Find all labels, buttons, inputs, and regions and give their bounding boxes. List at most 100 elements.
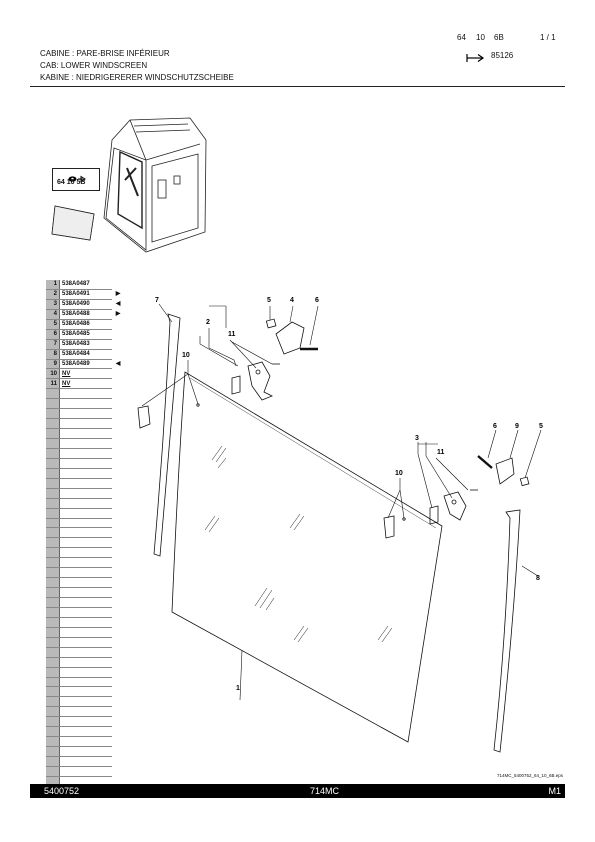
- part-item-number-empty: [46, 478, 60, 489]
- part-item-number-empty: [46, 498, 60, 509]
- parts-row-empty: [46, 637, 122, 648]
- part-reference-empty: [59, 647, 112, 658]
- parts-row-empty: [46, 458, 122, 469]
- parts-row-empty: [46, 438, 122, 449]
- part-reference: 538A0486: [59, 319, 112, 330]
- title-en: CAB: LOWER WINDSCREEN: [40, 61, 148, 70]
- part-reference-empty: [59, 428, 112, 439]
- view-reference-box: 64 10 5B: [52, 168, 100, 191]
- callout-2: 2: [206, 319, 210, 326]
- title-fr: CABINE : PARE-BRISE INFÉRIEUR: [40, 49, 170, 58]
- part-item-number-empty: [46, 518, 60, 529]
- parts-row-empty: [46, 766, 122, 777]
- part-reference: NV: [59, 378, 112, 390]
- part-reference: 538A0490: [59, 299, 112, 310]
- part-item-number-empty: [46, 706, 60, 718]
- eye-icon: [68, 170, 86, 188]
- part-reference-empty: [59, 448, 112, 459]
- part-item-number-empty: [46, 567, 60, 579]
- parts-row-empty: [46, 607, 122, 618]
- part-reference-empty: [59, 657, 112, 668]
- part-item-number-empty: [46, 766, 60, 777]
- view-reference-label: 64 10 5B: [57, 179, 86, 186]
- part-item-number-empty: [46, 746, 60, 757]
- part-side-marker: ◀: [115, 360, 121, 367]
- part-item-number-empty: [46, 557, 60, 569]
- part-item-number-empty: [46, 696, 60, 708]
- part-reference-empty: [59, 468, 112, 479]
- part-reference-empty: [59, 527, 112, 539]
- part-item-number: 6: [46, 329, 60, 340]
- reference-number: 85126: [491, 51, 514, 60]
- parts-row-empty: [46, 518, 122, 529]
- callout-11-left: 11: [228, 331, 236, 338]
- callout-6-left: 6: [315, 297, 319, 304]
- part-reference-empty: [59, 557, 112, 569]
- parts-row-empty: [46, 706, 122, 718]
- part-reference: 538A0487: [59, 280, 112, 290]
- parts-row-empty: [46, 677, 122, 688]
- part-reference-empty: [59, 716, 112, 728]
- footer-model: 714MC: [310, 786, 340, 796]
- part-item-number-empty: [46, 527, 60, 539]
- part-reference-empty: [59, 438, 112, 449]
- part-reference-empty: [59, 617, 112, 628]
- callout-10-left: 10: [182, 352, 190, 359]
- part-reference: NV: [59, 368, 112, 380]
- part-item-number-empty: [46, 667, 60, 678]
- variant-code: 6B: [494, 33, 504, 42]
- parts-row-empty: [46, 418, 122, 430]
- part-item-number: 8: [46, 349, 60, 360]
- part-item-number: 11: [46, 378, 60, 390]
- glass-panel-preview: [51, 205, 95, 241]
- part-item-number-empty: [46, 677, 60, 688]
- parts-row-empty: [46, 428, 122, 439]
- part-item-number-empty: [46, 617, 60, 628]
- footer-bar: 5400752 714MC M1: [30, 784, 565, 798]
- callout-6-right: 6: [493, 423, 497, 430]
- parts-row-empty: [46, 756, 122, 767]
- part-item-number-empty: [46, 418, 60, 430]
- title-de: KABINE : NIEDRIGERERER WINDSCHUTZSCHEIBE: [40, 73, 234, 82]
- parts-row-empty: [46, 597, 122, 608]
- part-reference-empty: [59, 597, 112, 608]
- callout-10-right: 10: [395, 470, 403, 477]
- left-seal-strip: [153, 313, 181, 557]
- part-item-number-empty: [46, 458, 60, 469]
- callout-3: 3: [415, 435, 419, 442]
- footer-doc-number: 5400752: [44, 786, 80, 796]
- part-reference-empty: [59, 567, 112, 579]
- arrow-right-icon: [466, 50, 486, 68]
- part-side-marker: ▶: [115, 311, 121, 318]
- part-reference-empty: [59, 398, 112, 410]
- page-number: 1 / 1: [540, 33, 556, 42]
- part-item-number-empty: [46, 627, 60, 638]
- part-reference-empty: [59, 746, 112, 757]
- part-item-number-empty: [46, 468, 60, 479]
- group-number: 64: [457, 33, 466, 42]
- parts-row-empty: [46, 587, 122, 598]
- footer-code: M1: [548, 786, 561, 796]
- part-reference-empty: [59, 756, 112, 767]
- parts-row-empty: [46, 577, 122, 589]
- part-reference-empty: [59, 488, 112, 499]
- part-item-number-empty: [46, 587, 60, 598]
- part-item-number-empty: [46, 438, 60, 449]
- parts-row-empty: [46, 617, 122, 628]
- parts-row-empty: [46, 468, 122, 479]
- part-reference-empty: [59, 766, 112, 777]
- part-reference: 538A0483: [59, 339, 112, 350]
- parts-row-empty: [46, 537, 122, 549]
- part-item-number-empty: [46, 428, 60, 439]
- part-item-number-empty: [46, 607, 60, 618]
- parts-row-empty: [46, 567, 122, 579]
- part-reference-empty: [59, 508, 112, 519]
- callout-11-right: 11: [437, 449, 445, 456]
- parts-row-empty: [46, 686, 122, 698]
- part-item-number-empty: [46, 577, 60, 589]
